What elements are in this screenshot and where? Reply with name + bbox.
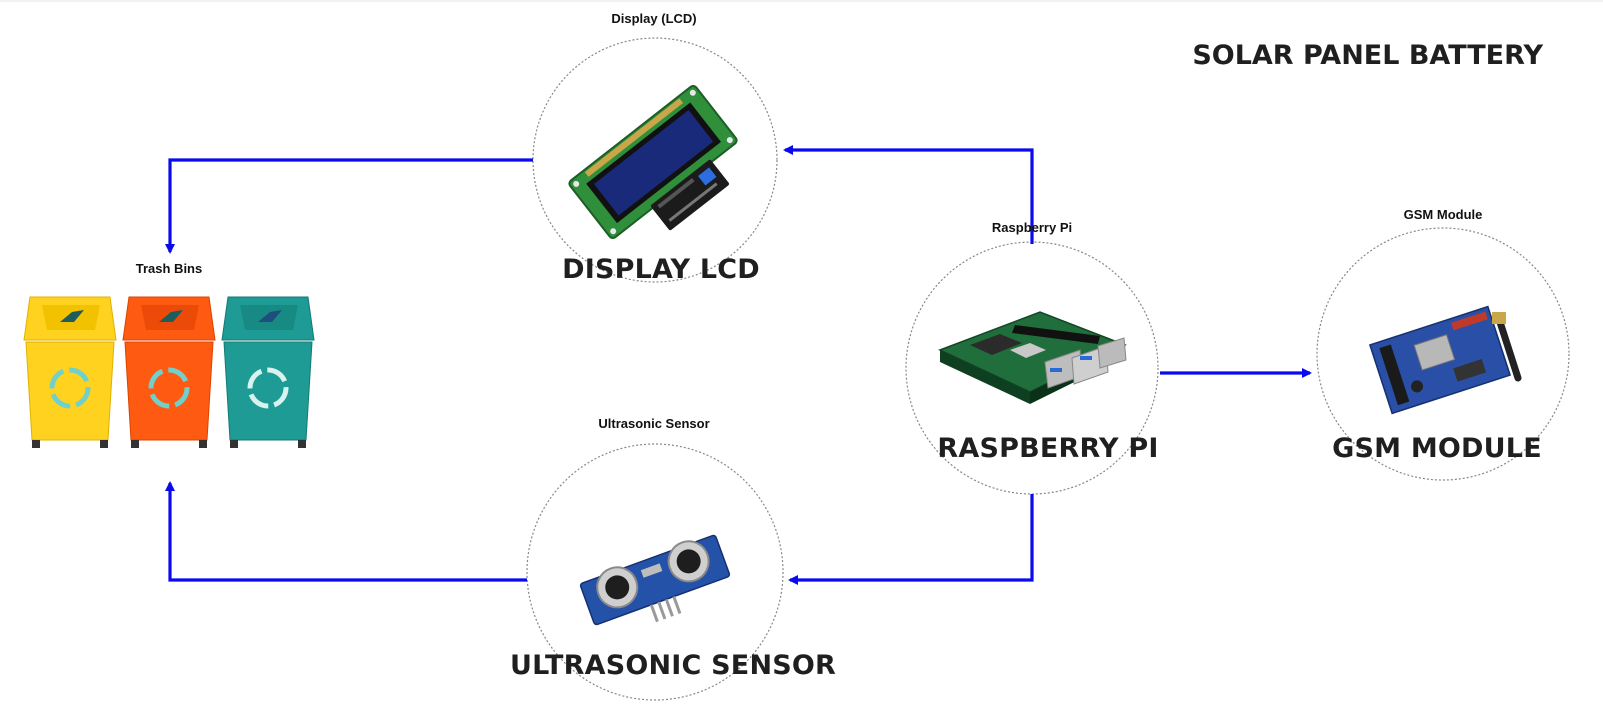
teal-bin-icon: [221, 296, 315, 448]
arrow-ultrasonic-to-bins: [165, 481, 527, 582]
yellow-bin-icon: [23, 296, 117, 448]
display-label: DISPLAY LCD: [562, 254, 760, 285]
trash-bins-caption: Trash Bins: [135, 261, 203, 276]
arrow-raspberry-to-display: [783, 145, 1034, 244]
power-source-title: SOLAR PANEL BATTERY: [1192, 40, 1543, 71]
trash-bins-illustration: [23, 296, 315, 448]
gsm-node-circle: [1316, 227, 1570, 481]
arrow-display-to-bins: [165, 158, 533, 254]
arrow-raspberry-to-ultrasonic: [788, 494, 1034, 585]
gsm-module-icon: [1368, 305, 1522, 415]
ultrasonic-label: ULTRASONIC SENSOR: [509, 650, 837, 681]
lcd-display-icon: [568, 84, 738, 240]
raspberry-pi-board-icon: [938, 311, 1127, 404]
raspberry-caption: Raspberry Pi: [991, 220, 1073, 235]
ultrasonic-sensor-icon: [579, 534, 731, 626]
ultrasonic-caption: Ultrasonic Sensor: [598, 416, 710, 431]
gsm-label: GSM MODULE: [1332, 433, 1542, 464]
gsm-caption: GSM Module: [1403, 207, 1483, 222]
display-caption: Display (LCD): [611, 11, 697, 26]
raspberry-label: RASPBERRY PI: [937, 433, 1159, 464]
orange-bin-icon: [122, 296, 216, 448]
display-node-circle: [532, 37, 778, 283]
ultrasonic-node-circle: [526, 443, 784, 701]
